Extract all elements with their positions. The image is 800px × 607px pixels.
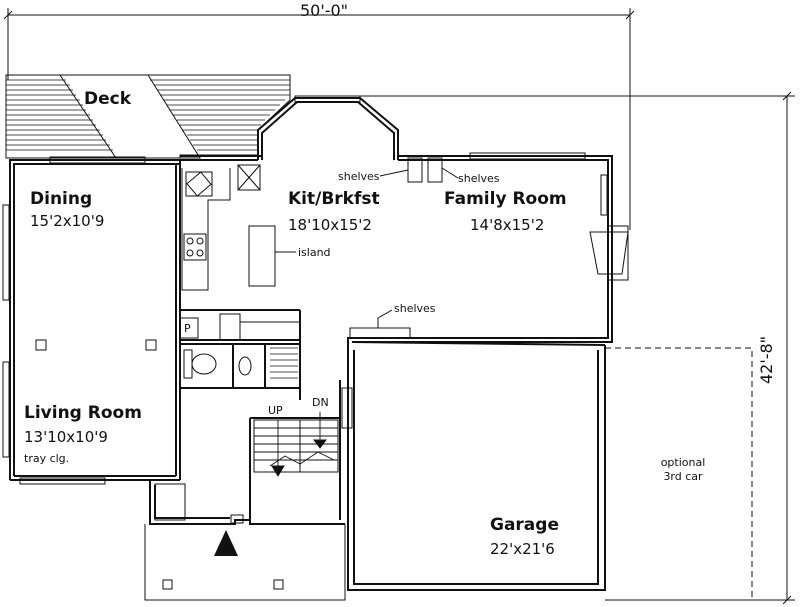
optional-third-car-outline xyxy=(605,347,753,601)
living-room-name: Living Room xyxy=(24,403,142,423)
garage-size: 22'x21'6 xyxy=(490,540,555,558)
interior-walls xyxy=(180,309,341,520)
stair-up-label: UP xyxy=(268,404,283,417)
living-room-size: 13'10x10'9 xyxy=(24,428,108,446)
entry-arrow-icon xyxy=(214,530,238,556)
depth-dimension-label: 42'-8" xyxy=(757,336,776,384)
bay-shelves xyxy=(379,157,459,183)
living-room-note: tray clg. xyxy=(24,452,69,465)
garage-name: Garage xyxy=(490,515,559,535)
pantry-label: P xyxy=(184,322,191,335)
width-dimension xyxy=(3,8,635,230)
family-room-name: Family Room xyxy=(444,189,567,209)
dining-size: 15'2x10'9 xyxy=(30,212,104,230)
exterior-walls xyxy=(9,97,629,601)
kitchen-island xyxy=(248,225,276,287)
deck-boards xyxy=(6,79,290,151)
garage-shelves xyxy=(349,327,411,339)
optional-label-line2: 3rd car xyxy=(663,470,703,483)
windows xyxy=(2,95,608,521)
deck-label: Deck xyxy=(84,89,132,109)
family-room-size: 14'8x15'2 xyxy=(470,216,544,234)
width-dimension-label: 50'-0" xyxy=(300,1,348,20)
shelves-right-label: shelves xyxy=(458,172,500,185)
stair-down-label: DN xyxy=(312,396,329,409)
dining-name: Dining xyxy=(30,189,92,209)
shelves-left-label: shelves xyxy=(338,170,380,183)
kitchen-size: 18'10x15'2 xyxy=(288,216,372,234)
powder-room-fixtures xyxy=(183,347,298,379)
kitchen-counters xyxy=(181,164,261,291)
stairs xyxy=(253,387,353,477)
pantry-box xyxy=(179,317,199,339)
shelves-lower-label: shelves xyxy=(394,302,436,315)
deck-area xyxy=(5,74,291,159)
optional-label-line1: optional xyxy=(661,456,706,469)
island-label: island xyxy=(298,246,331,259)
kitchen-name: Kit/Brkfst xyxy=(288,189,380,209)
